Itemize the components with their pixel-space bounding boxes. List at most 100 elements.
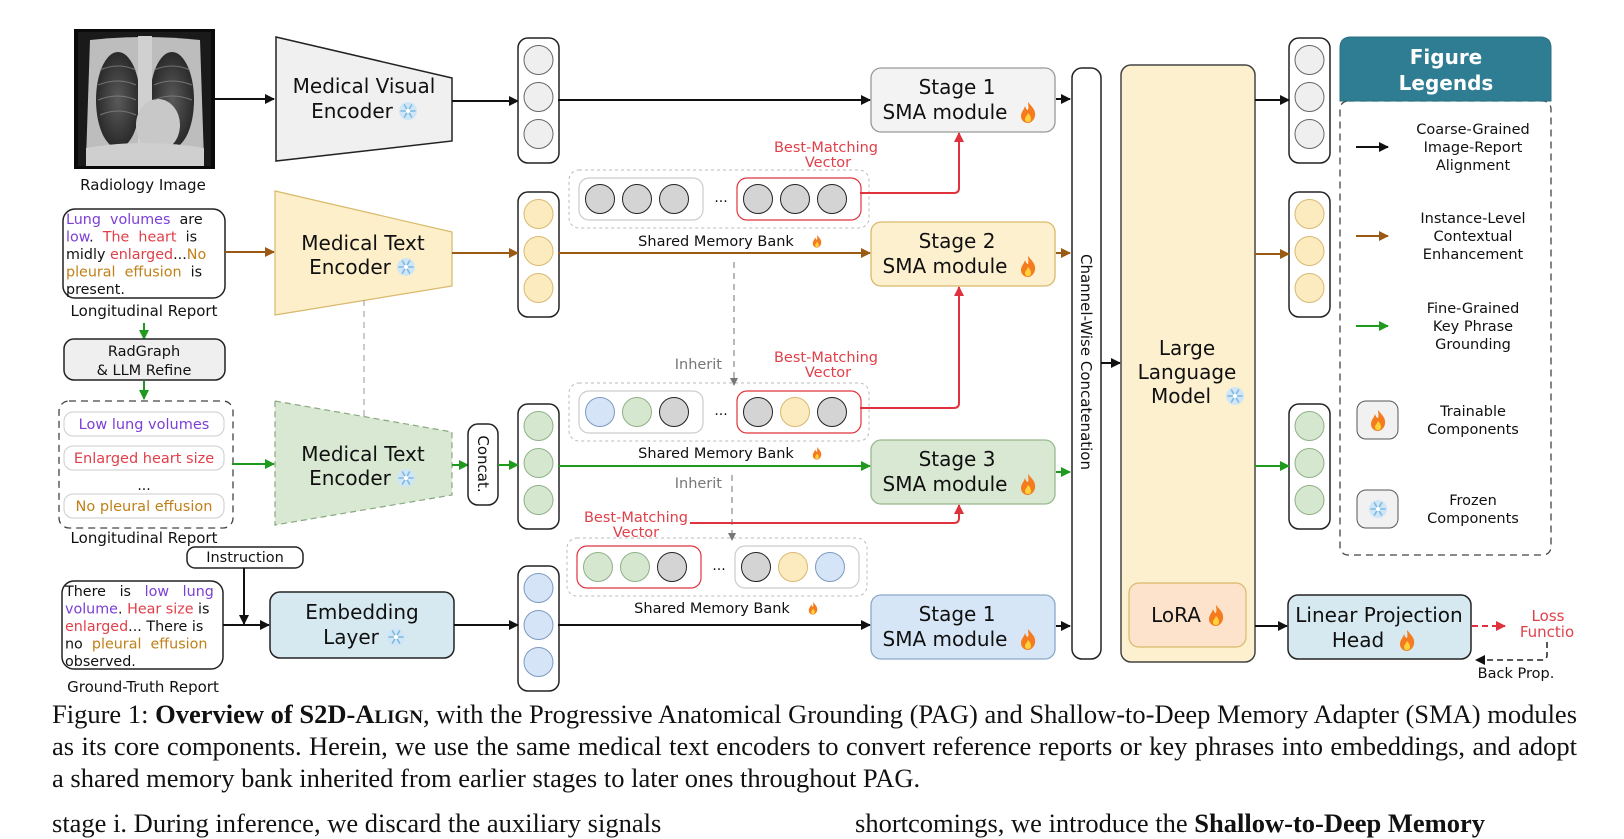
sma-module-label: SMA module xyxy=(883,100,1008,124)
legend-item-label: Components xyxy=(1427,511,1519,527)
memory-token xyxy=(817,397,847,427)
key-phrase-pill: Low lung volumes xyxy=(63,411,225,437)
memory-token xyxy=(622,397,652,427)
back-prop-arrow xyxy=(1475,642,1548,665)
inherit-label-1: Inherit xyxy=(675,357,723,373)
embedding-token xyxy=(1294,236,1325,266)
memory-token xyxy=(585,397,615,427)
sma-module-label: SMA module xyxy=(883,627,1008,651)
key-phrase-ellipsis: ... xyxy=(137,478,150,494)
report-text-segment: is xyxy=(182,265,203,281)
memory-ellipsis: ... xyxy=(712,558,725,574)
memory-token xyxy=(780,184,810,214)
inherit-label-2: Inherit xyxy=(675,476,723,492)
embedding-token xyxy=(1294,448,1325,478)
report-text-segment: low lung xyxy=(145,584,214,600)
report-text-segment: is xyxy=(194,602,210,618)
shared-memory-label-1: Shared Memory Bank xyxy=(638,234,822,250)
visual-encoder: Medical Visual Encoder xyxy=(275,36,453,162)
body-text-right-bold: Shallow-to-Deep Memory xyxy=(1194,808,1485,838)
report-text-segment: The heart xyxy=(102,230,177,246)
radiology-image-label: Radiology Image xyxy=(80,176,206,194)
shared-memory-bank: ... xyxy=(566,537,868,597)
caption-title-main: Overview of S2D-A xyxy=(155,699,375,729)
channel-concat-label: Channel-Wise Concatenation xyxy=(1077,254,1095,470)
snowflake-icon xyxy=(386,627,406,647)
llm-label-2: Language xyxy=(1138,360,1237,384)
embedding-token xyxy=(1294,119,1325,149)
body-text-left: stage i. During inference, we discard th… xyxy=(52,808,662,838)
concat-label: Concat. xyxy=(474,435,492,492)
embedding-token xyxy=(1294,273,1325,303)
sma-module-label: SMA module xyxy=(883,254,1008,278)
caption-title-smallcaps: lign xyxy=(374,699,424,729)
visual-encoder-label-1: Medical Visual xyxy=(293,74,436,98)
report-text-segment: There is xyxy=(64,584,145,600)
fire-icon xyxy=(812,235,822,248)
legend-item-label: Image-Report xyxy=(1424,140,1523,156)
legend-item-label: Trainable xyxy=(1439,404,1506,420)
back-prop-label: Back Prop. xyxy=(1478,666,1555,682)
embedding-token xyxy=(1294,82,1325,112)
channel-wise-concatenation: Channel-Wise Concatenation xyxy=(1071,67,1102,660)
caption-title: Overview of S2D-Align xyxy=(155,699,423,729)
legend-title-1: Figure xyxy=(1410,45,1483,69)
figure-caption: Figure 1: Overview of S2D-Align, with th… xyxy=(52,698,1577,794)
text-embeddings xyxy=(517,191,560,318)
report-text-segment: observed. xyxy=(65,654,136,670)
sma-stage-label: Stage 1 xyxy=(919,75,996,99)
report-text-segment: . xyxy=(118,602,127,618)
snowflake-icon xyxy=(396,468,416,488)
memory-token xyxy=(815,552,845,582)
sma-stage-label: Stage 2 xyxy=(919,229,996,253)
embedding-token xyxy=(523,485,554,515)
ground-truth-label: Ground-Truth Report xyxy=(67,678,219,696)
memory-ellipsis: ... xyxy=(714,190,727,206)
best-vector-to-stage1 xyxy=(860,132,964,194)
figure-legend: Figure Legends Coarse-GrainedImage-Repor… xyxy=(1339,36,1552,556)
radgraph-label-2: & LLM Refine xyxy=(97,363,192,379)
report-text-segment: pleural effusion xyxy=(66,265,182,281)
linear-projection-head: Linear Projection Head xyxy=(1287,594,1472,660)
memory-token xyxy=(583,552,613,582)
key-phrases-label: Longitudinal Report xyxy=(71,529,218,547)
embedding-token xyxy=(523,273,554,303)
report-text-segment: is xyxy=(177,230,198,246)
memory-token xyxy=(743,397,773,427)
legend-item-label: Grounding xyxy=(1435,337,1511,353)
lora-block: LoRA xyxy=(1128,582,1247,648)
sma-stage-label: Stage 1 xyxy=(919,602,996,626)
phrase-encoder-label-2: Encoder xyxy=(309,466,392,490)
radgraph-label-1: RadGraph xyxy=(108,344,180,360)
best-matching-label-3b: Vector xyxy=(613,525,659,541)
snowflake-icon xyxy=(398,101,418,121)
embedding-layer-label-2: Layer xyxy=(323,625,380,649)
report-text-segment: No xyxy=(187,247,206,263)
memory-token xyxy=(778,552,808,582)
snowflake-icon xyxy=(1225,386,1245,406)
legend-item-label: Fine-Grained xyxy=(1427,301,1520,317)
phrase-embeddings xyxy=(517,403,560,530)
text-encoder: Medical Text Encoder xyxy=(274,190,453,316)
s2d-align-diagram: Radiology Image Medical Visual Encoder L… xyxy=(58,29,1574,696)
embedding-token xyxy=(523,411,554,441)
embedding-layer-label-1: Embedding xyxy=(305,600,418,624)
embedding-token xyxy=(523,647,554,677)
instruction-box: Instruction xyxy=(186,546,304,569)
best-matching-label-2a: Best-Matching xyxy=(774,350,878,366)
report-text-segment: no xyxy=(65,637,92,653)
embedding-token xyxy=(523,45,554,75)
embedding-token xyxy=(1294,199,1325,229)
report-text-segment: enlarged xyxy=(65,619,128,635)
memory-token xyxy=(743,184,773,214)
memory-token xyxy=(741,552,771,582)
report-text-segment: Lung volumes xyxy=(66,212,170,228)
fire-icon xyxy=(812,447,822,460)
legend-item-label: Coarse-Grained xyxy=(1416,122,1530,138)
report-text-segment: pleural effusion xyxy=(92,637,208,653)
